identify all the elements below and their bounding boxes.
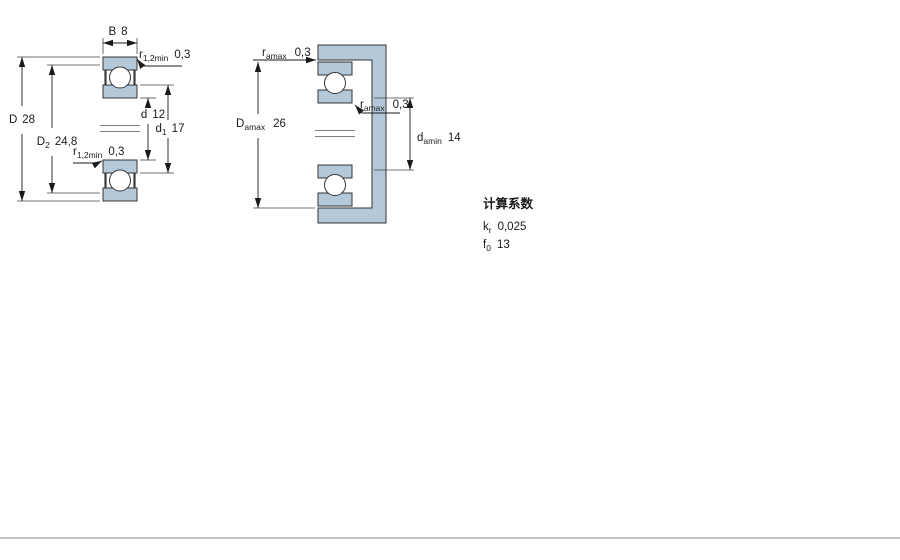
ball-bottom [324, 174, 346, 196]
leader-line [136, 58, 182, 69]
bearing-section-view [100, 56, 140, 202]
leader-line [73, 160, 103, 169]
ball-bottom [109, 169, 131, 192]
bearing-abutment-view [315, 44, 387, 224]
ball-top [324, 72, 346, 94]
leader-line [354, 104, 400, 115]
ball-top [109, 66, 131, 89]
abutment-shoulder-block [317, 44, 387, 224]
calc-heading: 计算系数 [483, 196, 534, 211]
